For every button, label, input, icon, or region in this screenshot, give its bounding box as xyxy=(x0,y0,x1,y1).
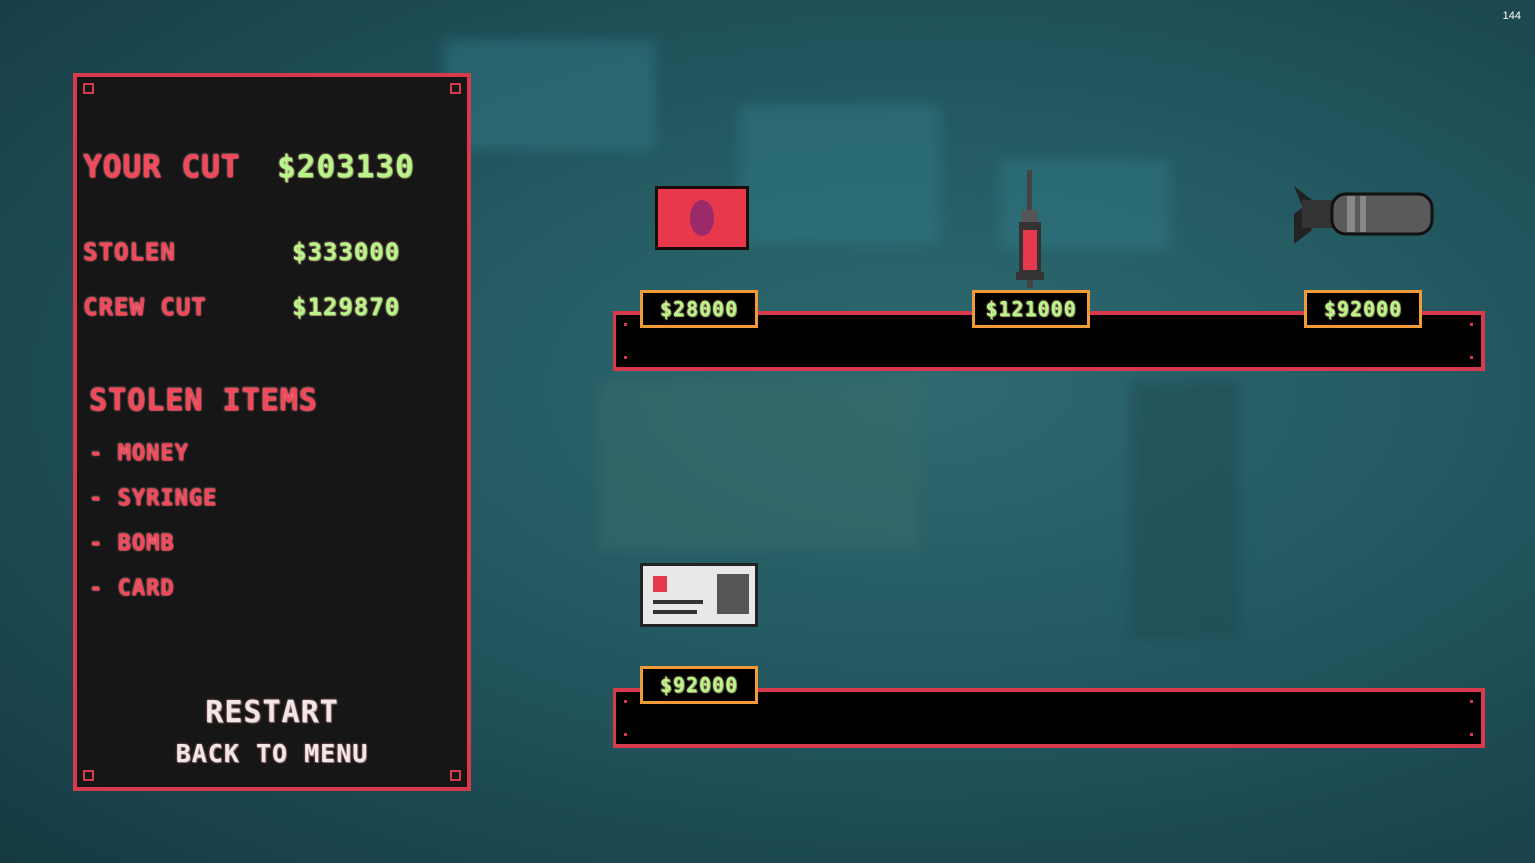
crew-cut-label: CREW CUT xyxy=(83,293,207,321)
stolen-item: - BOMB xyxy=(89,531,175,556)
stolen-items-heading: STOLEN ITEMS xyxy=(89,383,318,418)
panel-corner xyxy=(83,83,94,94)
card-icon[interactable] xyxy=(640,563,758,627)
crew-cut-value: $129870 xyxy=(292,293,401,321)
price-tag-money: $28000 xyxy=(640,290,758,328)
shelf-bottom xyxy=(613,688,1485,748)
syringe-icon[interactable] xyxy=(1010,170,1050,290)
panel-corner xyxy=(83,770,94,781)
stolen-value: $333000 xyxy=(292,238,401,266)
stolen-item: - MONEY xyxy=(89,441,189,466)
panel-corner xyxy=(450,770,461,781)
money-icon[interactable] xyxy=(655,186,749,250)
bomb-icon[interactable] xyxy=(1292,186,1434,246)
price-tag-syringe: $121000 xyxy=(972,290,1090,328)
stolen-item: - SYRINGE xyxy=(89,486,218,511)
panel-corner xyxy=(450,83,461,94)
results-panel: YOUR CUT $203130 STOLEN $333000 CREW CUT… xyxy=(73,73,471,791)
price-tag-bomb: $92000 xyxy=(1304,290,1422,328)
back-to-menu-button[interactable]: BACK TO MENU xyxy=(175,739,369,768)
restart-button[interactable]: RESTART xyxy=(205,695,339,730)
price-tag-card: $92000 xyxy=(640,666,758,704)
your-cut-value: $203130 xyxy=(277,149,415,185)
stolen-label: STOLEN xyxy=(83,238,176,266)
fps-counter: 144 xyxy=(1502,10,1521,22)
your-cut-label: YOUR CUT xyxy=(83,149,241,185)
stolen-item: - CARD xyxy=(89,576,175,601)
